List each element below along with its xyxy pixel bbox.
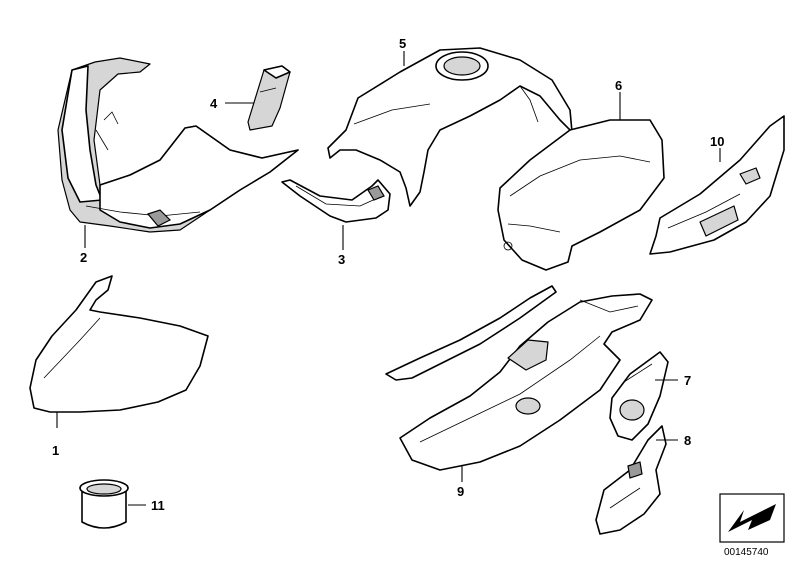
callout-numbers: 1 2 3 4 5 6 7 8 9 10 11 bbox=[52, 36, 724, 513]
callout-4: 4 bbox=[210, 96, 218, 111]
part-7-guard[interactable] bbox=[609, 351, 669, 441]
diagram-code: 00145740 bbox=[724, 547, 769, 558]
callout-1: 1 bbox=[52, 443, 59, 458]
callout-11: 11 bbox=[151, 498, 165, 513]
part-6-side-panel[interactable] bbox=[497, 119, 665, 271]
callout-8: 8 bbox=[684, 433, 691, 448]
part-11-grommet[interactable] bbox=[79, 479, 129, 529]
part-5-tank-cover[interactable] bbox=[327, 47, 573, 207]
part-3-lower-bracket[interactable] bbox=[281, 179, 391, 223]
callout-5: 5 bbox=[399, 36, 406, 51]
part-8-lower-guard[interactable] bbox=[595, 425, 667, 535]
part-9-lower-fairing[interactable] bbox=[385, 285, 653, 471]
callout-3: 3 bbox=[338, 252, 345, 267]
callout-6: 6 bbox=[615, 78, 622, 93]
callout-9: 9 bbox=[457, 484, 464, 499]
part-2-front-fairing[interactable] bbox=[57, 57, 299, 233]
part-10-rear-side-cover[interactable] bbox=[649, 115, 785, 255]
part-1-windscreen[interactable] bbox=[29, 275, 209, 413]
callout-10: 10 bbox=[710, 134, 724, 149]
arrow-badge-icon bbox=[719, 493, 785, 543]
callout-7: 7 bbox=[684, 373, 691, 388]
leader-lines bbox=[56, 51, 721, 506]
part-4-bracket[interactable] bbox=[247, 65, 291, 131]
callout-2: 2 bbox=[80, 250, 87, 265]
